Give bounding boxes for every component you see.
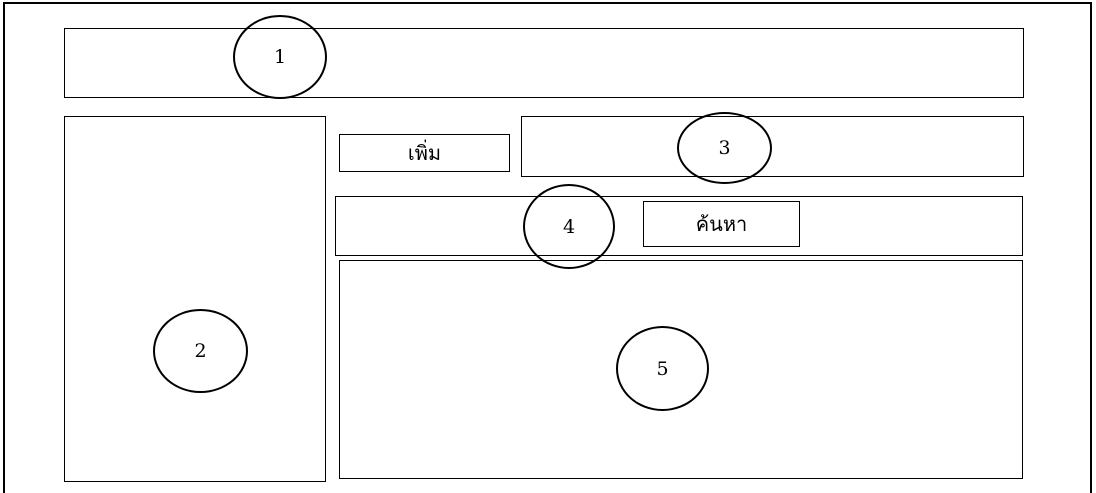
search-bar-region — [335, 196, 1023, 256]
top-content-region — [521, 116, 1024, 177]
region-marker-3: 3 — [677, 112, 772, 184]
region-marker-5: 5 — [616, 326, 709, 411]
main-content-region — [339, 260, 1023, 479]
region-marker-4: 4 — [523, 184, 615, 269]
page-frame — [3, 2, 1092, 493]
search-button[interactable]: ค้นหา — [643, 201, 800, 247]
add-button[interactable]: เพิ่ม — [339, 134, 510, 172]
region-marker-1: 1 — [233, 15, 327, 99]
sidebar-region — [64, 116, 326, 482]
header-region — [64, 28, 1024, 98]
region-marker-2: 2 — [153, 309, 248, 393]
